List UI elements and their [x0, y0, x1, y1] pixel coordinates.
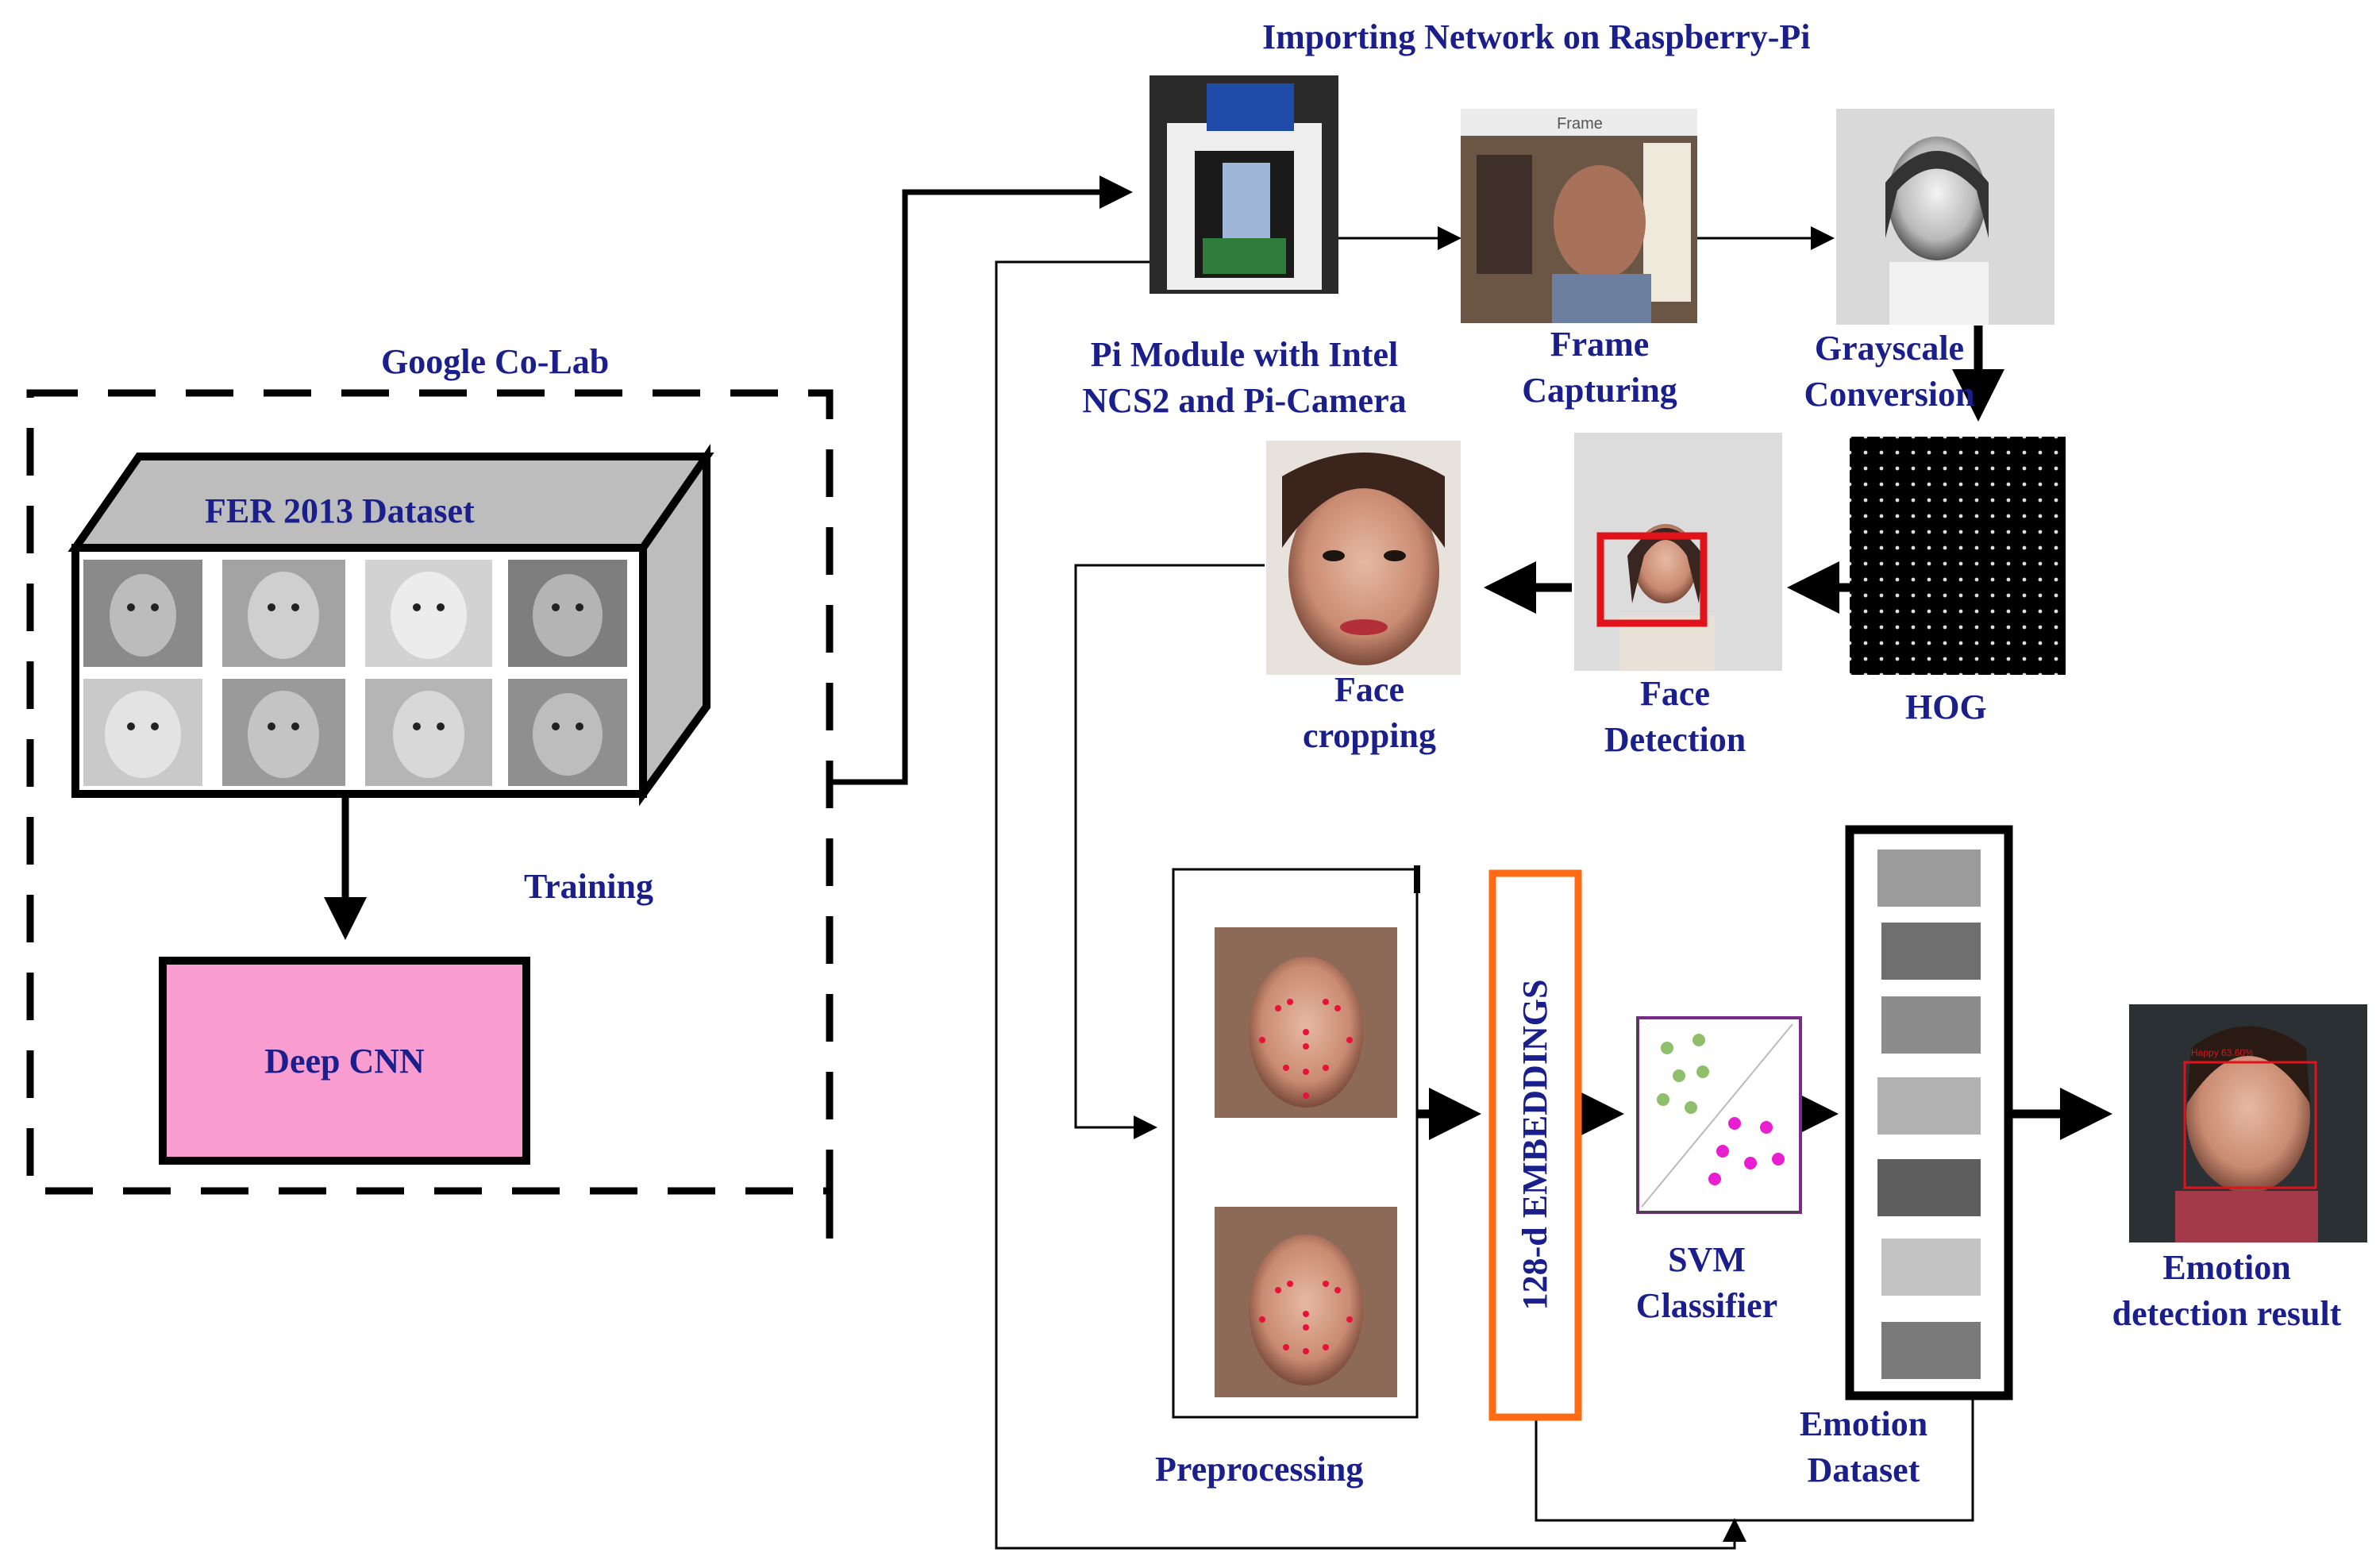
- svm-plot: [1636, 1016, 1802, 1214]
- arrow-icon: [1074, 564, 1265, 1139]
- face-detection-photo: [1574, 433, 1782, 671]
- svm-label: SVM Classifier: [1635, 1240, 1778, 1325]
- feedback-loop-line: [995, 260, 1746, 1550]
- emotion-dataset-strip: [1845, 825, 2013, 1400]
- training-label: Training: [524, 867, 654, 906]
- deep-cnn-box: [159, 957, 530, 1165]
- result-box-text: Happy 63.60%: [2191, 1047, 2254, 1058]
- pi-module-label: Pi Module with Intel NCS2 and Pi-Camera: [1082, 335, 1407, 420]
- embeddings-box: [1488, 869, 1582, 1421]
- dataset-box: [67, 444, 714, 807]
- result-photo: Happy 63.60%: [2129, 1004, 2367, 1242]
- face-cropping-label: Face cropping: [1303, 670, 1436, 755]
- embeddings-to-loop-line: [1535, 1396, 1974, 1522]
- frame-window-title: Frame: [1557, 115, 1603, 133]
- diagram-title: Importing Network on Raspberry-Pi: [1262, 17, 1811, 56]
- frame-capture-photo: Frame: [1461, 109, 1697, 323]
- face-cropping-photo: [1266, 441, 1461, 675]
- result-label: Emotion detection result: [2112, 1248, 2342, 1333]
- hog-image: [1850, 437, 2066, 675]
- cnn-label: Deep CNN: [264, 1042, 425, 1081]
- frame-capturing-label: Frame Capturing: [1522, 325, 1677, 410]
- result-detection-box: [2183, 1061, 2317, 1189]
- grayscale-label: Grayscale Conversion: [1804, 329, 1975, 414]
- colab-boundary: [26, 389, 834, 1246]
- embeddings-label: 128-d EMBEDDINGS: [1515, 979, 1554, 1311]
- dataset-label: FER 2013 Dataset: [205, 491, 475, 530]
- dataset-thumbnails: [83, 560, 627, 786]
- face-detection-label: Face Detection: [1604, 674, 1746, 759]
- preprocessing-box: [1172, 865, 1420, 1419]
- emotion-dataset-label: Emotion Dataset: [1799, 1404, 1928, 1489]
- preprocessing-label: Preprocessing: [1155, 1450, 1364, 1489]
- pi-module-photo: [1149, 75, 1338, 294]
- grayscale-photo: [1836, 109, 2054, 325]
- hog-label: HOG: [1905, 688, 1987, 726]
- arrow-icon: [830, 175, 1133, 785]
- detection-box: [1596, 532, 1708, 627]
- colab-label: Google Co-Lab: [381, 342, 610, 381]
